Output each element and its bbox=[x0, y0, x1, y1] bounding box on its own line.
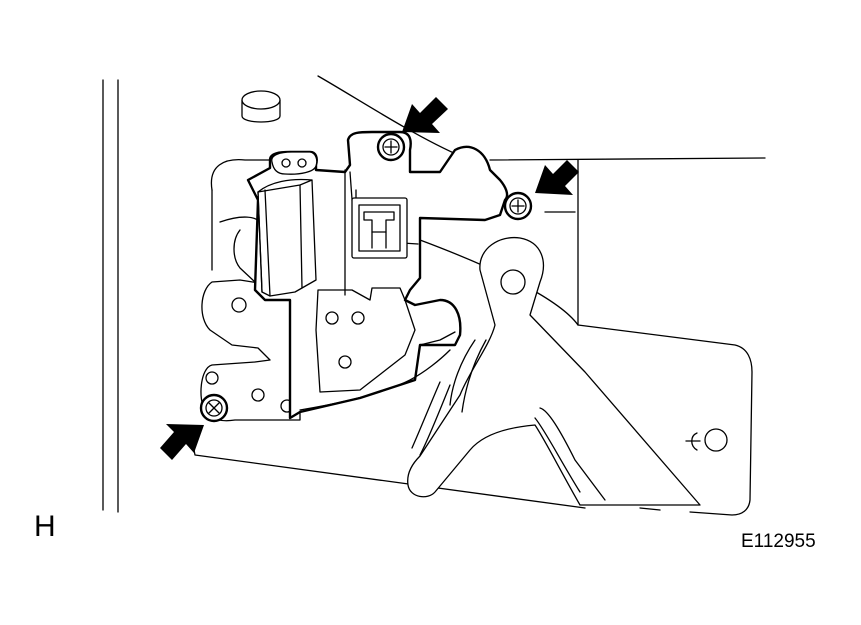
screw-right bbox=[503, 191, 533, 221]
reference-code: E112955 bbox=[741, 531, 816, 552]
arrow-icon bbox=[402, 97, 448, 133]
latch-bracket bbox=[407, 236, 701, 506]
screw-bottom-left bbox=[199, 393, 229, 423]
lock-actuator-housing bbox=[246, 130, 509, 420]
panel-label: H bbox=[34, 510, 56, 543]
round-stud bbox=[241, 90, 281, 123]
screw-top bbox=[376, 132, 406, 162]
arrow-icon bbox=[160, 424, 204, 460]
arrow-icon bbox=[535, 160, 579, 195]
panel-hole bbox=[685, 428, 728, 452]
housing-tab bbox=[271, 151, 318, 175]
door-frame-edge bbox=[102, 79, 119, 513]
